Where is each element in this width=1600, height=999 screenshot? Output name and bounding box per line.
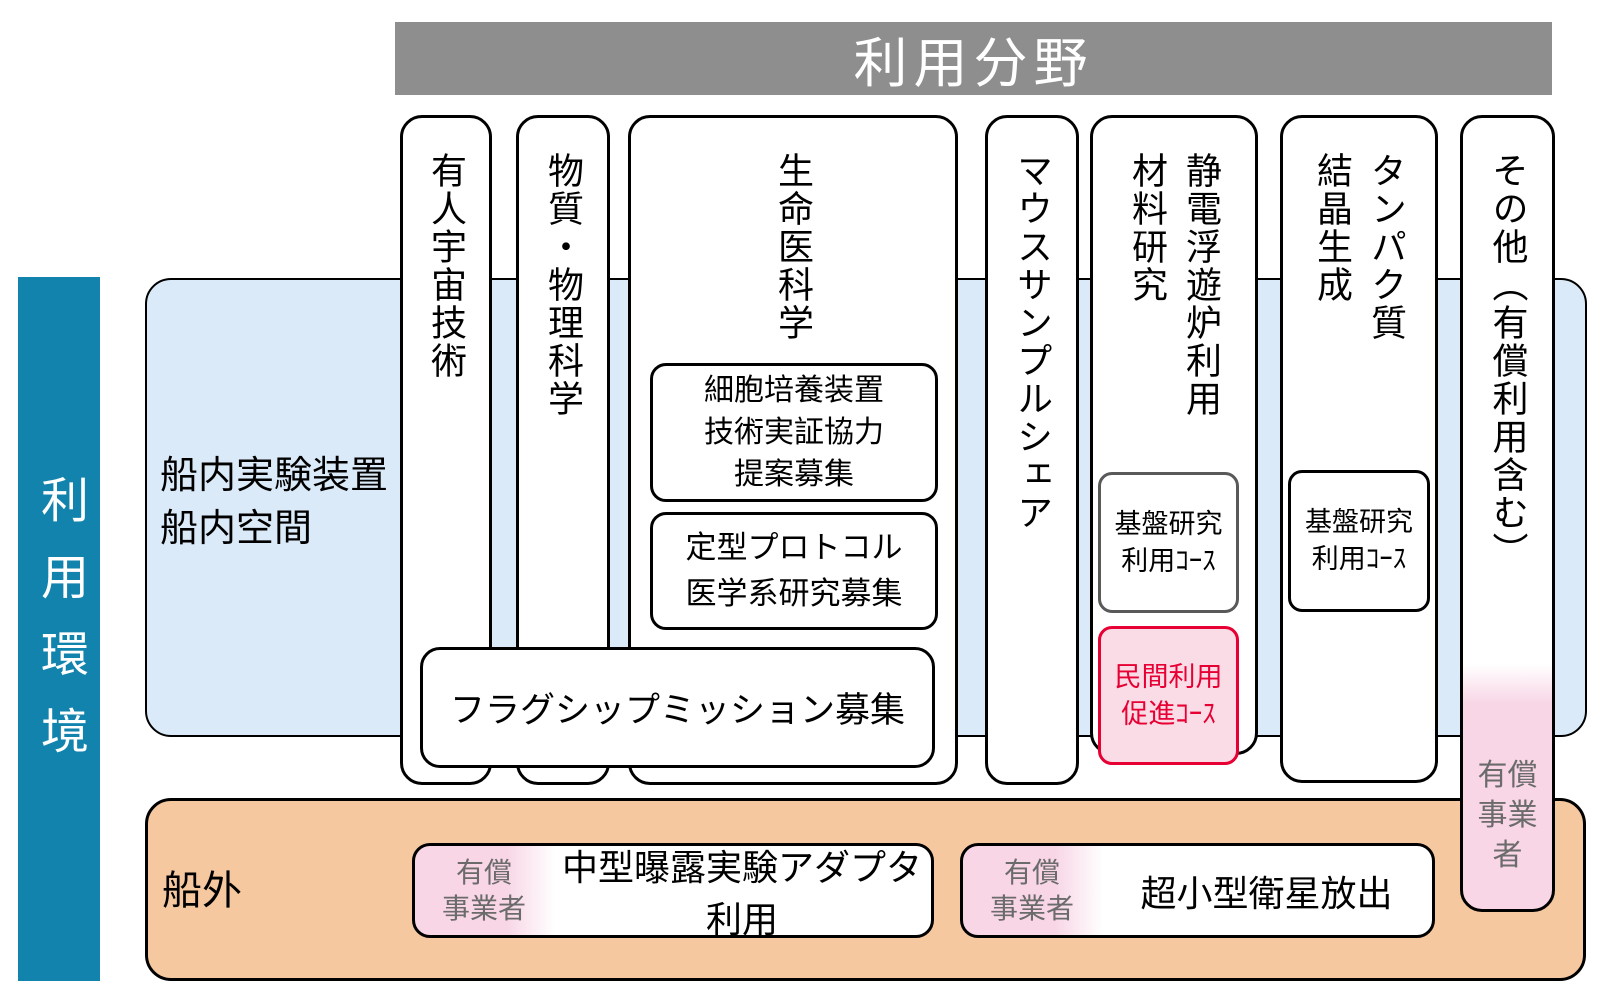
usage-fields-banner: 利用分野: [395, 22, 1552, 95]
mid-size-exposed-adapter-box: 有償 事業者 中型曝露実験アダプタ利用: [412, 843, 934, 940]
basic-research-course-box-els: 基盤研究 利用ｺｰｽ: [1098, 472, 1239, 613]
field-label-electrostatic-levitation-furnace: 静電浮遊炉利用 材料研究: [1127, 152, 1222, 418]
paid-operator-label-cubesat: 有償 事業者: [989, 856, 1074, 924]
mid-size-exposed-adapter-label: 中型曝露実験アダプタ利用: [561, 846, 922, 940]
field-column-protein-crystal-growth: タンパク質 結晶生成: [1280, 115, 1438, 783]
outdoor-environment-label: 船外: [162, 869, 242, 913]
private-use-promotion-course-box: 民間利用 促進ｺｰｽ: [1098, 626, 1239, 765]
standard-protocol-medical-research-box: 定型プロトコル 医学系研究募集: [650, 512, 938, 630]
paid-operator-label-others: 有償 事業者: [1477, 759, 1538, 872]
field-label-mouse-sample-share: マウスサンプルシェア: [1012, 152, 1053, 532]
field-label-material-physical-science: 物質・物理科学: [543, 152, 584, 418]
basic-research-course-box-protein: 基盤研究 利用ｺｰｽ: [1288, 470, 1430, 612]
cubesat-deployment-box: 有償 事業者 超小型衛星放出: [960, 843, 1435, 938]
cell-culture-proposal-box: 細胞培養装置 技術実証協力 提案募集: [650, 363, 938, 502]
field-label-protein-crystal-growth: タンパク質 結晶生成: [1312, 152, 1407, 342]
usage-environment-banner-label: 利用環境: [33, 475, 86, 783]
flagship-mission-box: フラグシップミッション募集: [420, 647, 935, 768]
cubesat-deployment-label: 超小型衛星放出: [1140, 872, 1393, 914]
field-column-mouse-sample-share: マウスサンプルシェア: [985, 115, 1079, 785]
field-label-crewed-space-tech: 有人宇宙技術: [426, 152, 467, 380]
indoor-environment-label: 船内実験装置 船内空間: [160, 455, 389, 550]
field-label-others-paid-use: その他（有償利用含む）: [1487, 152, 1529, 570]
field-column-others-paid-use: その他（有償利用含む） 有償 事業者: [1460, 115, 1555, 912]
field-label-life-medical-science: 生命医科学: [773, 152, 814, 342]
usage-fields-banner-label: 利用分野: [853, 34, 1094, 94]
paid-operator-label-adapter: 有償 事業者: [441, 856, 526, 924]
usage-environment-banner: 利用環境: [18, 277, 100, 981]
